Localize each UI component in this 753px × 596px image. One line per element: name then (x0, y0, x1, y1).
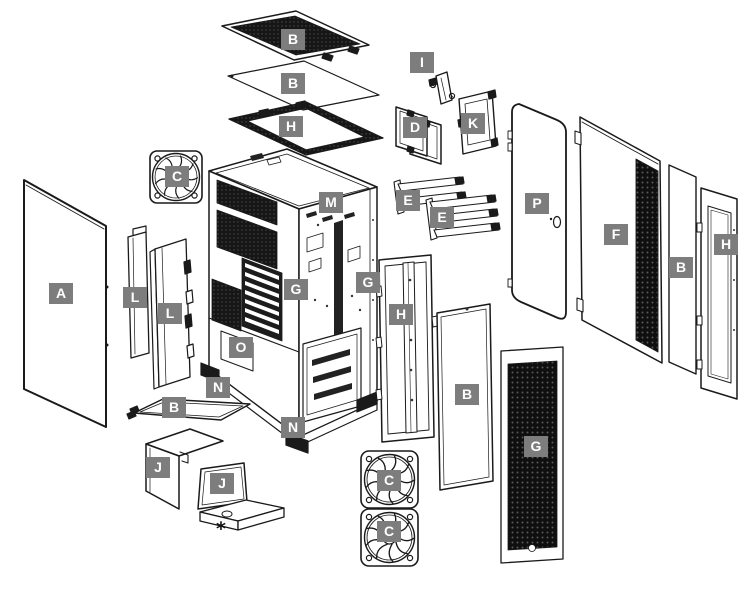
cable-cover-panel-l (149, 238, 195, 390)
footnote-asterisk: * (216, 518, 226, 540)
fan-c-bottom-lower (360, 508, 419, 567)
side-panel-a (23, 179, 109, 428)
ssd-trays-d (395, 106, 442, 165)
accessory-tray-j (197, 462, 285, 531)
top-frame (228, 100, 384, 156)
mounting-plate-k (457, 89, 499, 155)
center-tall-frame-h (375, 254, 439, 443)
bottom-bracket-b (126, 398, 251, 421)
fan-c-bottom-upper (360, 450, 419, 509)
small-bracket-i (428, 71, 456, 105)
bottom-dust-filter-g (500, 346, 564, 564)
front-panel-f (574, 116, 663, 364)
front-inner-frame-h (696, 187, 738, 400)
top-mesh-panel (221, 10, 370, 62)
fan-c-top (149, 150, 203, 204)
chassis (200, 148, 378, 454)
hdd-trays-e (393, 176, 501, 241)
center-clear-panel-b (436, 303, 494, 491)
side-door-p (507, 103, 567, 320)
front-diffuser-sheet-b (668, 164, 697, 375)
cable-cover-strip-l (127, 225, 150, 359)
